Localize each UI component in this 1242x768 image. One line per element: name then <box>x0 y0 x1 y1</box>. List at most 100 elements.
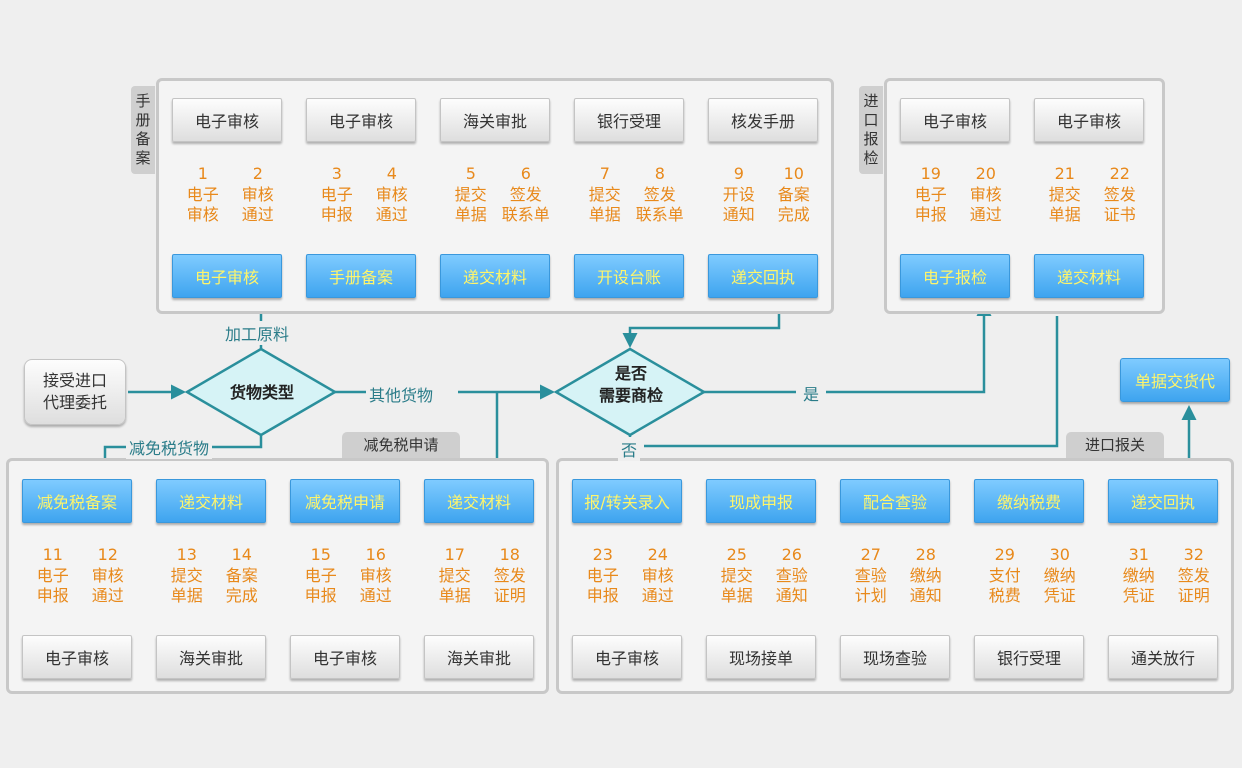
handbook-top-4[interactable]: 银行受理 <box>574 98 684 142</box>
exemption-top-4[interactable]: 递交材料 <box>424 479 534 523</box>
handbook-bottom-4[interactable]: 开设台账 <box>574 254 684 298</box>
goods-type-decision[interactable]: 货物类型 <box>229 383 294 402</box>
step-number: 31 <box>1128 545 1149 564</box>
step-label: 签发 联系单 <box>635 185 684 224</box>
customs-bottom-5[interactable]: 通关放行 <box>1108 635 1218 679</box>
customs-step-1: 23 电子 申报 <box>573 545 633 606</box>
customs-bottom-3[interactable]: 现场查验 <box>840 635 950 679</box>
customs-bottom-2[interactable]: 现场接单 <box>706 635 816 679</box>
inspection-bottom-2[interactable]: 递交材料 <box>1034 254 1144 298</box>
step-label: 备案 完成 <box>777 185 810 224</box>
customs-bottom-1[interactable]: 电子审核 <box>572 635 682 679</box>
inspection-decision[interactable]: 是否 需要商检 <box>598 364 663 405</box>
end-box[interactable]: 单据交货代 <box>1120 358 1230 402</box>
exemption-bottom-4[interactable]: 海关审批 <box>424 635 534 679</box>
handbook-top-2[interactable]: 电子审核 <box>306 98 416 142</box>
step-number: 8 <box>654 164 665 183</box>
step-number: 17 <box>444 545 465 564</box>
step-number: 14 <box>231 545 252 564</box>
step-label: 电子 申报 <box>320 185 353 224</box>
exemption-bottom-2[interactable]: 海关审批 <box>156 635 266 679</box>
step-number: 25 <box>726 545 747 564</box>
step-number: 23 <box>592 545 613 564</box>
step-number: 1 <box>197 164 208 183</box>
step-number: 2 <box>252 164 263 183</box>
step-number: 21 <box>1054 164 1075 183</box>
handbook-step-8: 8 签发 联系单 <box>630 164 690 225</box>
step-label: 电子 申报 <box>586 566 619 605</box>
step-number: 29 <box>994 545 1015 564</box>
step-label: 审核 通过 <box>359 566 392 605</box>
handbook-bottom-5[interactable]: 递交回执 <box>708 254 818 298</box>
exempt-goods-label: 减免税货物 <box>126 435 213 459</box>
step-number: 24 <box>647 545 668 564</box>
customs-top-4[interactable]: 缴纳税费 <box>974 479 1084 523</box>
step-label: 缴纳 通知 <box>909 566 942 605</box>
step-label: 提交 单据 <box>720 566 753 605</box>
exemption-top-3[interactable]: 减免税申请 <box>290 479 400 523</box>
exemption-bottom-1[interactable]: 电子审核 <box>22 635 132 679</box>
step-number: 16 <box>365 545 386 564</box>
exemption-panel-tab: 减免税申请 <box>342 432 460 458</box>
handbook-bottom-2[interactable]: 手册备案 <box>306 254 416 298</box>
inspection-bottom-1[interactable]: 电子报检 <box>900 254 1010 298</box>
yes-connector-b <box>826 301 992 394</box>
step-label: 支付 税费 <box>988 566 1021 605</box>
customs-top-3[interactable]: 配合查验 <box>840 479 950 523</box>
customs-step-3: 25 提交 单据 <box>707 545 767 606</box>
handbook-top-5[interactable]: 核发手册 <box>708 98 818 142</box>
step-label: 缴纳 凭证 <box>1043 566 1076 605</box>
exemption-top-1[interactable]: 减免税备案 <box>22 479 132 523</box>
exemption-step-6: 16 审核 通过 <box>346 545 406 606</box>
handbook-top-1[interactable]: 电子审核 <box>172 98 282 142</box>
inspection-diamond <box>553 347 707 437</box>
customs-bottom-4[interactable]: 银行受理 <box>974 635 1084 679</box>
other-goods-label: 其他货物 <box>366 382 437 406</box>
step-number: 19 <box>920 164 941 183</box>
exemption-bottom-3[interactable]: 电子审核 <box>290 635 400 679</box>
handbook-bottom-3[interactable]: 递交材料 <box>440 254 550 298</box>
customs-top-5[interactable]: 递交回执 <box>1108 479 1218 523</box>
customs-top-1[interactable]: 报/转关录入 <box>572 479 682 523</box>
step-label: 审核 通过 <box>375 185 408 224</box>
handbook-bottom-1[interactable]: 电子审核 <box>172 254 282 298</box>
step-number: 11 <box>42 545 63 564</box>
handbook-panel-tab: 手 册 备 案 <box>131 86 155 174</box>
yes-label: 是 <box>800 381 823 405</box>
inspection-top-2[interactable]: 电子审核 <box>1034 98 1144 142</box>
step-number: 28 <box>915 545 936 564</box>
step-number: 27 <box>860 545 881 564</box>
start-box[interactable]: 接受进口 代理委托 <box>24 359 126 425</box>
step-label: 开设 通知 <box>722 185 755 224</box>
inspection-top-1[interactable]: 电子审核 <box>900 98 1010 142</box>
step-label: 签发 证明 <box>1177 566 1210 605</box>
inspection-to-customs-connector <box>644 316 1059 448</box>
exemption-top-2[interactable]: 递交材料 <box>156 479 266 523</box>
customs-top-2[interactable]: 现成申报 <box>706 479 816 523</box>
handbook-to-inspection-connector <box>622 314 781 348</box>
handbook-top-3[interactable]: 海关审批 <box>440 98 550 142</box>
step-number: 4 <box>386 164 397 183</box>
inspection-panel-tab: 进 口 报 检 <box>859 86 883 174</box>
raw-material-label: 加工原料 <box>222 321 293 345</box>
step-label: 查验 通知 <box>775 566 808 605</box>
step-number: 12 <box>97 545 118 564</box>
step-number: 13 <box>176 545 197 564</box>
